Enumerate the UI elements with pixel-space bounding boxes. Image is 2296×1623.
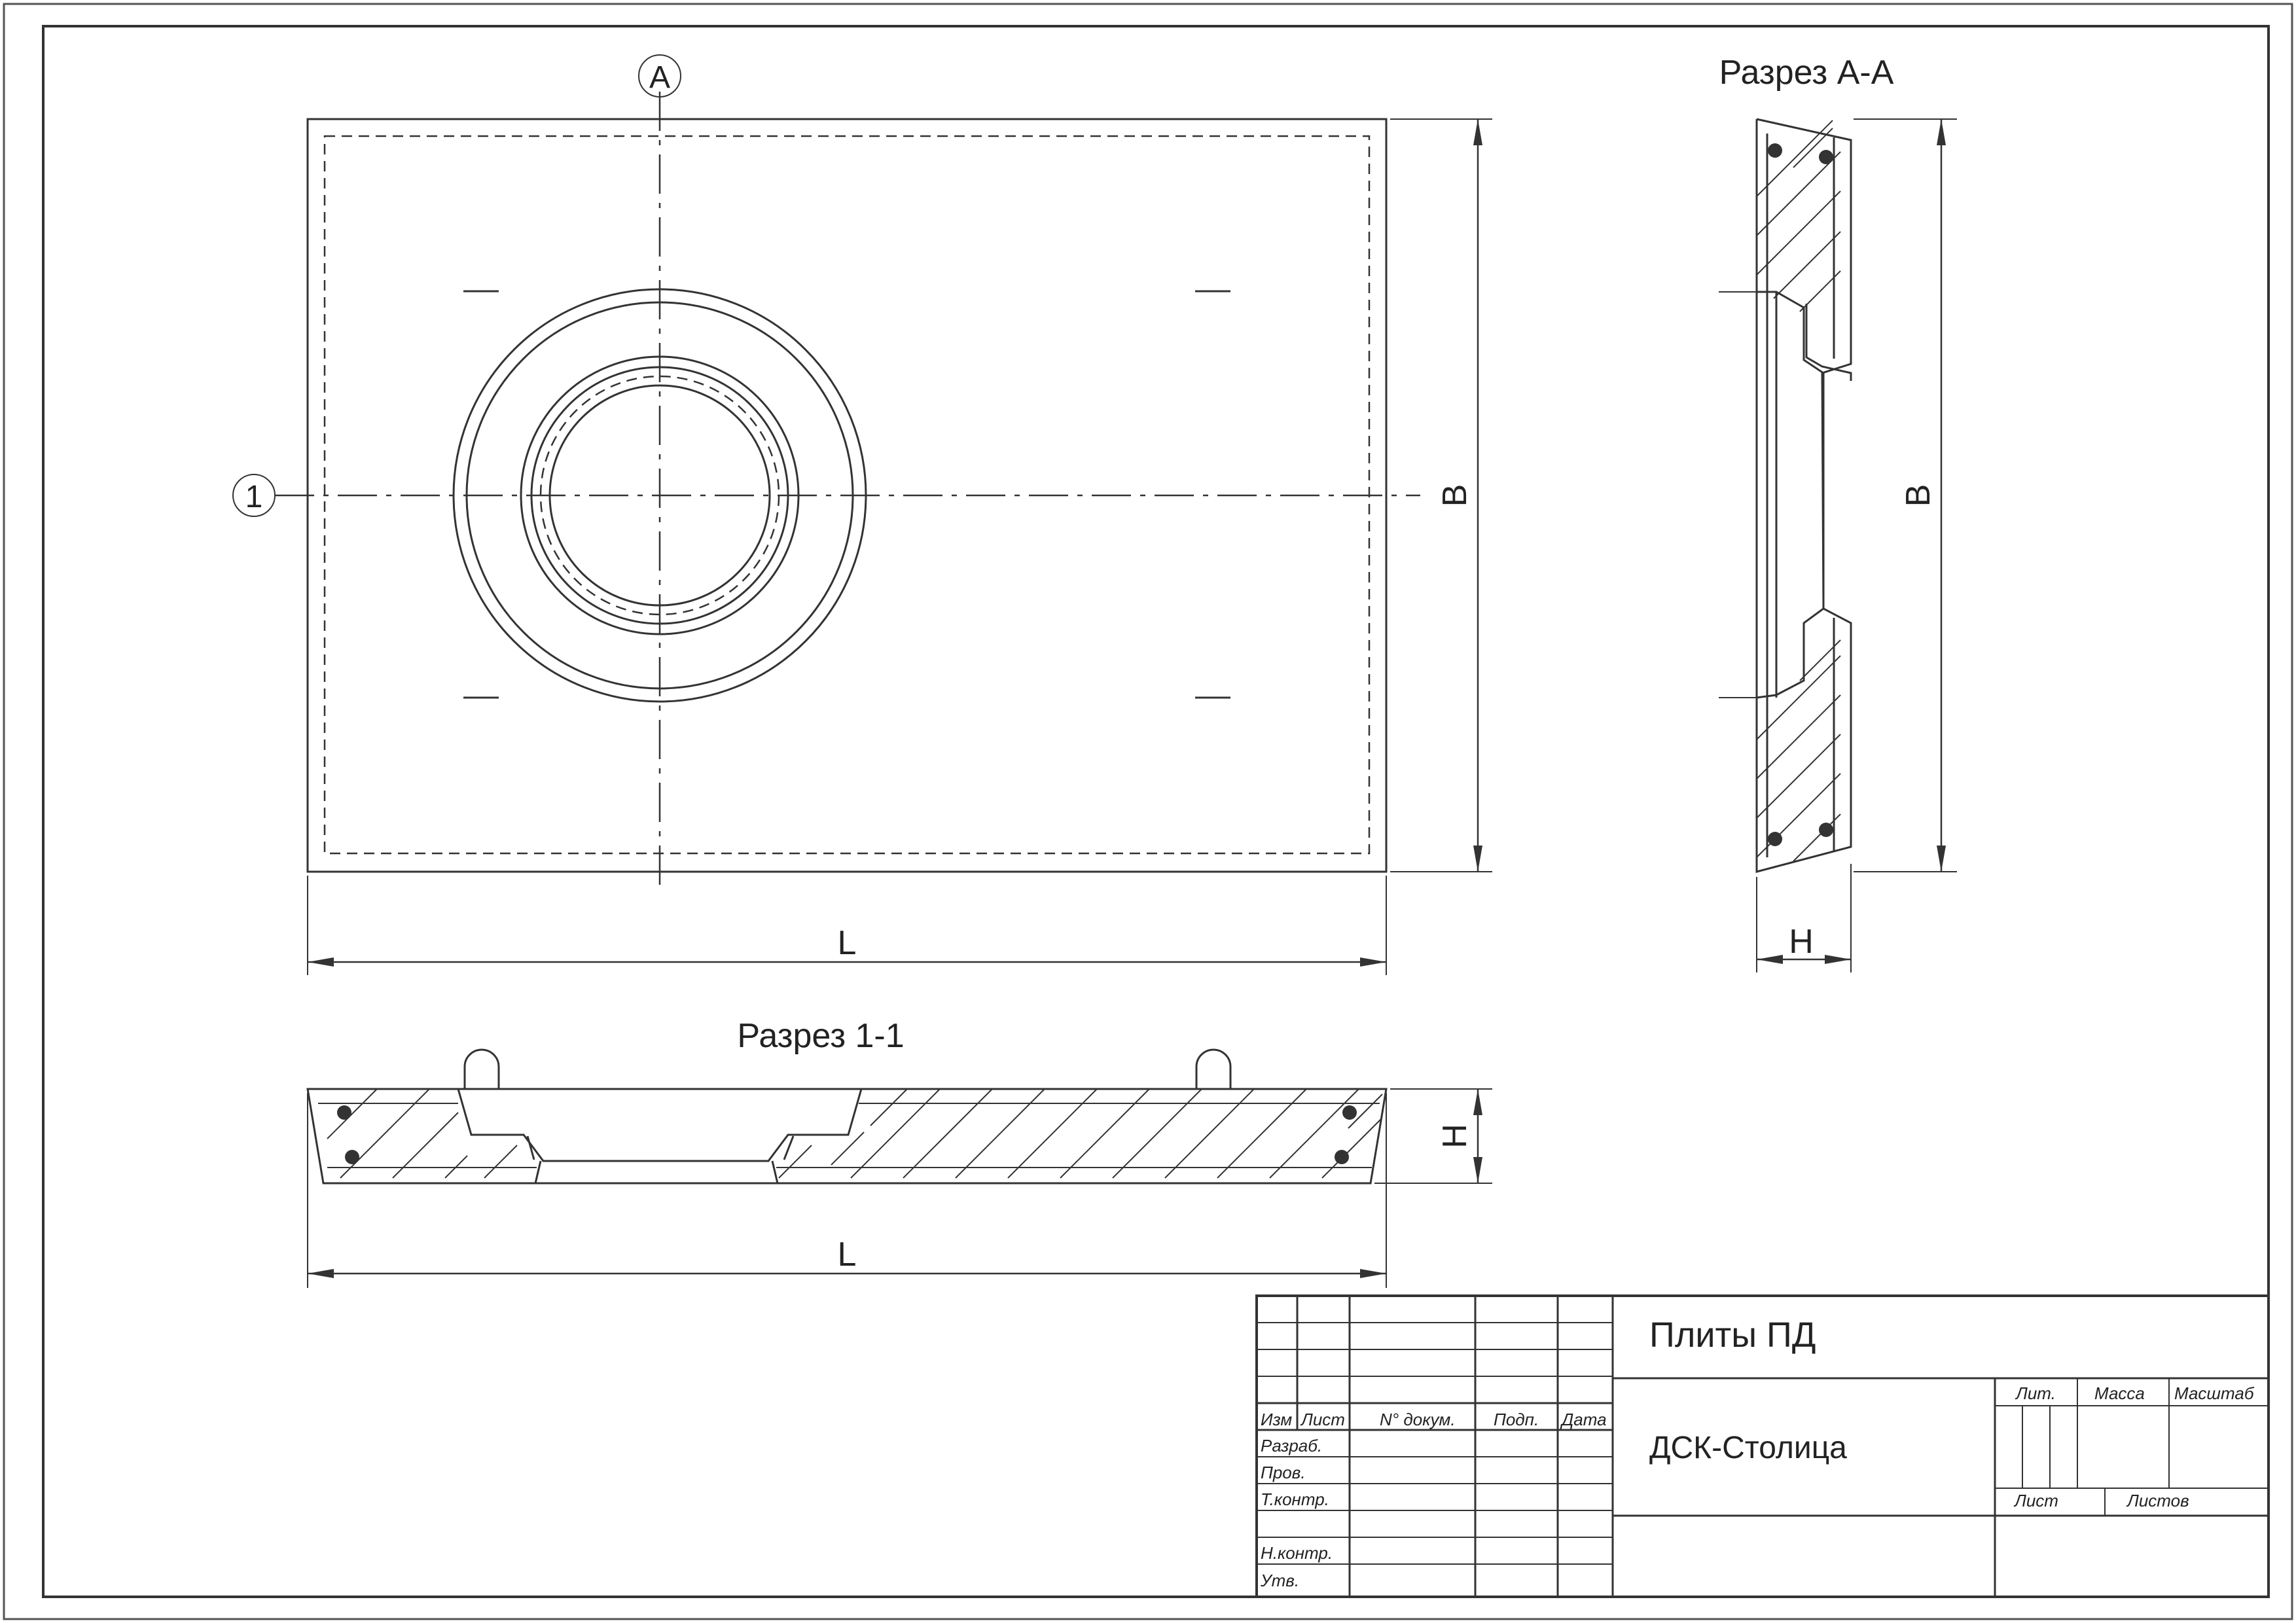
lifting-loop-right: [1195, 1048, 1232, 1089]
lifting-loop-left: [463, 1048, 500, 1089]
hole-reinforcement-circle: [539, 375, 780, 616]
axis-a-bubble: [638, 54, 681, 98]
hole-step-circle: [530, 366, 789, 625]
role-approved: Утв.: [1260, 1571, 1299, 1590]
drawing-frame: [42, 25, 2270, 1598]
axis-1-label: 1: [245, 480, 263, 514]
sheets-label: Листов: [2126, 1491, 2189, 1510]
role-tech-control: Т.контр.: [1261, 1489, 1329, 1509]
plan-view: А 1 B L: [232, 54, 1492, 975]
col-izm: Изм: [1261, 1410, 1292, 1429]
title-block: Плиты ПД ДСК-Столица Изм Лист N° докум. …: [1255, 1294, 2270, 1598]
role-developed: Разраб.: [1261, 1436, 1322, 1455]
plan-dim-l-label: L: [838, 924, 857, 962]
section-aa-body-outline: [1755, 118, 1852, 873]
role-norm-control: Н.контр.: [1261, 1543, 1333, 1563]
section-aa-view: Разрез А-А: [1719, 54, 1957, 972]
rebar-dot: [345, 1150, 359, 1164]
section-aa-opening-outline: [1756, 291, 1825, 699]
sheet-label: Лист: [2013, 1491, 2058, 1510]
col-list: Лист: [1300, 1410, 1345, 1429]
section-11-dim-l-label: L: [838, 1236, 857, 1274]
rebar-dot: [1342, 1105, 1357, 1120]
section-11-view: Разрез 1-1: [306, 1017, 1492, 1288]
hole-outer-circle: [520, 355, 800, 635]
product-name: Плиты ПД: [1649, 1315, 1816, 1355]
plan-dim-b-label: B: [1436, 484, 1474, 507]
hole-inner-circle: [548, 384, 771, 607]
axis-a-label: А: [649, 60, 670, 95]
section-aa-hatch-bottom: [1756, 639, 1841, 862]
rebar-dot: [1819, 150, 1833, 164]
scale-label: Масштаб: [2174, 1383, 2255, 1403]
lit-label: Лит.: [2015, 1383, 2056, 1403]
rebar-dot: [337, 1105, 351, 1120]
col-date: Дата: [1560, 1410, 1607, 1429]
sheet-border: [3, 3, 2293, 1620]
rebar-dot: [1335, 1150, 1349, 1164]
rebar-dot: [1819, 823, 1833, 837]
lifting-loop-marks: [463, 290, 1230, 699]
section-11-title: Разрез 1-1: [737, 1017, 904, 1055]
axis-1-bubble: [232, 474, 276, 517]
rebar-dot: [1768, 143, 1782, 158]
section-aa-upper-outline: [1805, 304, 1852, 381]
section-aa-title: Разрез А-А: [1719, 54, 1894, 92]
socket-rim-circle: [465, 301, 854, 690]
section-11-body-outline: [306, 1088, 1388, 1185]
section-11-dim-h-label: H: [1436, 1124, 1474, 1149]
section-11-hatch: [327, 1088, 1383, 1179]
mass-label: Масса: [2094, 1383, 2145, 1403]
section-aa-dim-b-label: B: [1899, 484, 1937, 507]
col-sign: Подп.: [1494, 1410, 1539, 1429]
section-11-opening-outline: [457, 1088, 863, 1162]
organization-name: ДСК-Столица: [1649, 1431, 1847, 1465]
section-aa-dim-h-label: H: [1789, 923, 1814, 961]
rebar-dot: [1768, 832, 1782, 846]
role-checked: Пров.: [1261, 1463, 1306, 1482]
col-doc-no: N° докум.: [1380, 1410, 1456, 1429]
socket-outer-circle: [452, 288, 867, 703]
